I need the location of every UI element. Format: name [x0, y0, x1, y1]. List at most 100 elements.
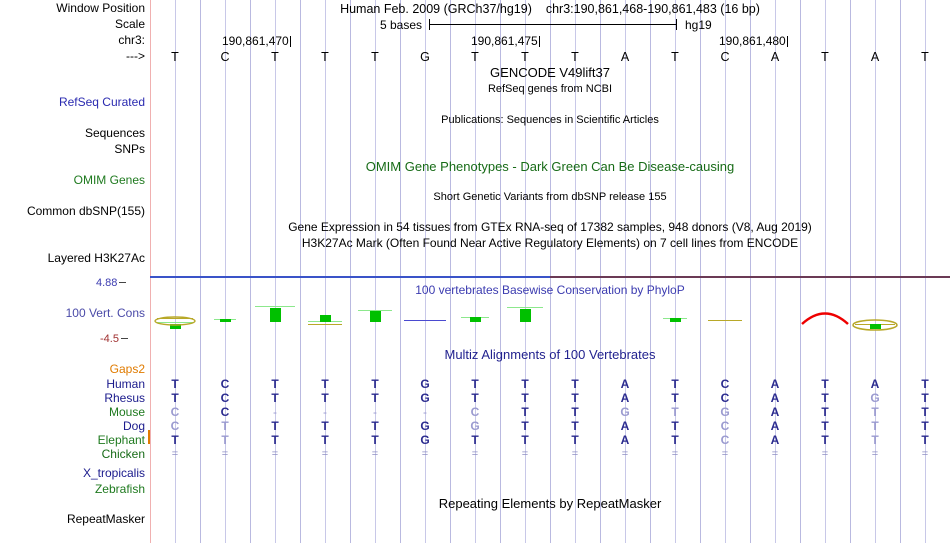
ruler-tick-label: 190,861,470: [222, 34, 289, 48]
track-title[interactable]: 100 vertebrates Basewise Conservation by…: [415, 283, 685, 297]
multiz-base: =: [671, 448, 679, 460]
track-label-gaps2[interactable]: Gaps2: [109, 362, 145, 376]
track-title[interactable]: RefSeq genes from NCBI: [487, 83, 613, 95]
track-title[interactable]: GENCODE V49lift37: [490, 65, 610, 80]
species-label-elephant[interactable]: Elephant: [97, 433, 145, 447]
multiz-base: C: [170, 419, 180, 433]
multiz-base: =: [521, 448, 529, 460]
multiz-base: T: [471, 377, 479, 391]
track-label-sequences[interactable]: Sequences: [84, 126, 145, 140]
multiz-base: C: [720, 419, 730, 433]
multiz-base: T: [671, 405, 679, 419]
multiz-base: T: [521, 377, 529, 391]
sequence-base: T: [471, 50, 479, 64]
multiz-base: =: [621, 448, 629, 460]
conservation-whisker: [404, 320, 446, 321]
multiz-base: T: [821, 377, 829, 391]
ruler-tick-mark: [538, 36, 540, 47]
multiz-base: T: [671, 433, 679, 447]
multiz-base: T: [921, 391, 929, 405]
species-label-human[interactable]: Human: [106, 377, 145, 391]
track-label-repeatmasker[interactable]: RepeatMasker: [66, 512, 145, 526]
track-label-common-dbsnp-155[interactable]: Common dbSNP(155): [26, 204, 145, 218]
multiz-base: =: [321, 448, 329, 460]
conservation-whisker: [255, 306, 295, 307]
multiz-base: -: [423, 405, 427, 419]
multiz-base: G: [720, 405, 730, 419]
multiz-base: T: [471, 433, 479, 447]
track-title[interactable]: Repeating Elements by RepeatMasker: [438, 496, 662, 511]
track-title[interactable]: Short Genetic Variants from dbSNP releas…: [433, 191, 667, 203]
scale-bar: [429, 19, 677, 30]
multiz-base: G: [870, 391, 880, 405]
track-label-snps[interactable]: SNPs: [114, 142, 145, 156]
conservation-bar: [870, 324, 881, 329]
conservation-plot[interactable]: [150, 296, 950, 340]
multiz-base: C: [220, 377, 230, 391]
multiz-base: T: [871, 405, 879, 419]
species-label-rhesus[interactable]: Rhesus: [104, 391, 145, 405]
multiz-base: =: [421, 448, 429, 460]
multiz-base: T: [171, 377, 179, 391]
sequence-base: C: [720, 50, 730, 64]
multiz-base: =: [821, 448, 829, 460]
species-label-dog[interactable]: Dog: [122, 419, 145, 433]
ruler-tick-label: 190,861,475: [471, 34, 538, 48]
track-label-chr3[interactable]: chr3:: [118, 33, 145, 47]
sequence-base: T: [321, 50, 329, 64]
multiz-base: C: [220, 405, 230, 419]
track-label-omim-genes[interactable]: OMIM Genes: [73, 173, 145, 187]
multiz-base: T: [871, 419, 879, 433]
multiz-base: T: [671, 419, 679, 433]
species-label-mouse[interactable]: Mouse: [108, 405, 145, 419]
sequence-base: A: [770, 50, 780, 64]
multiz-base: -: [323, 405, 327, 419]
track-label-refseq-curated[interactable]: RefSeq Curated: [58, 95, 145, 109]
sequence-base: G: [420, 50, 430, 64]
multiz-base: =: [771, 448, 779, 460]
multiz-base: T: [321, 377, 329, 391]
multiz-base: T: [371, 377, 379, 391]
ruler-tick-label: 190,861,480: [719, 34, 786, 48]
track-title[interactable]: Gene Expression in 54 tissues from GTEx …: [288, 220, 812, 234]
species-label-x_tropicalis[interactable]: X_tropicalis: [82, 466, 145, 480]
multiz-base: T: [571, 405, 579, 419]
conservation-axis-max: 4.88: [96, 277, 127, 289]
track-title[interactable]: OMIM Gene Phenotypes - Dark Green Can Be…: [365, 159, 735, 174]
track-label-layered-h3k27ac[interactable]: Layered H3K27Ac: [47, 251, 145, 265]
track-label-scale[interactable]: Scale: [114, 17, 145, 31]
multiz-base: =: [171, 448, 179, 460]
page-title: Human Feb. 2009 (GRCh37/hg19)chr3:190,86…: [150, 2, 950, 16]
conservation-axis-min: -4.5: [100, 333, 128, 345]
track-label-[interactable]: --->: [126, 49, 145, 63]
track-title[interactable]: Multiz Alignments of 100 Vertebrates: [444, 347, 656, 362]
multiz-base: T: [371, 391, 379, 405]
sequence-base: A: [870, 50, 880, 64]
sequence-base: T: [571, 50, 579, 64]
multiz-base: =: [371, 448, 379, 460]
multiz-base: =: [721, 448, 729, 460]
conservation-red-arc: [801, 312, 849, 325]
species-label-chicken[interactable]: Chicken: [101, 447, 145, 461]
track-title[interactable]: Publications: Sequences in Scientific Ar…: [441, 114, 659, 126]
multiz-base: -: [373, 405, 377, 419]
conservation-yellow-ellipse: [154, 316, 196, 326]
multiz-base: G: [420, 419, 430, 433]
multiz-base: A: [620, 433, 630, 447]
track-title[interactable]: H3K27Ac Mark (Often Found Near Active Re…: [301, 236, 799, 250]
species-label-zebrafish[interactable]: Zebrafish: [94, 482, 145, 496]
track-label-100-vert-cons[interactable]: 100 Vert. Cons: [65, 306, 145, 320]
ruler-tick-mark: [786, 36, 788, 47]
multiz-base: T: [821, 419, 829, 433]
multiz-base: T: [271, 391, 279, 405]
track-label-window-position[interactable]: Window Position: [56, 1, 145, 15]
conservation-bar: [670, 318, 681, 322]
multiz-row-chicken[interactable]: ================: [150, 448, 950, 462]
